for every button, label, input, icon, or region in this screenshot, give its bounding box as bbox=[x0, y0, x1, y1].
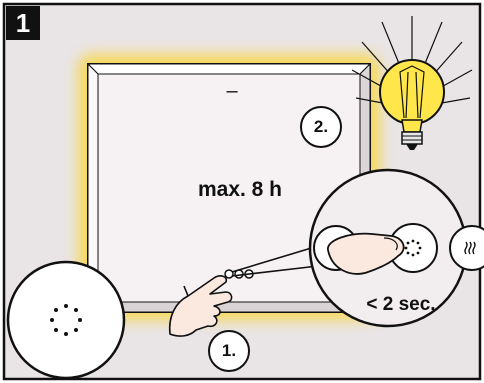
press-time-label: < 2 sec. bbox=[336, 294, 466, 316]
duration-label: max. 8 h bbox=[150, 178, 330, 202]
step-one-marker: 1. bbox=[208, 330, 250, 372]
device-button-left bbox=[225, 270, 233, 278]
step-number-badge: 1 bbox=[6, 6, 40, 40]
display-zoom-circle bbox=[8, 262, 124, 378]
step-two-marker: 2. bbox=[300, 106, 342, 148]
screen-mark: – bbox=[222, 80, 242, 103]
